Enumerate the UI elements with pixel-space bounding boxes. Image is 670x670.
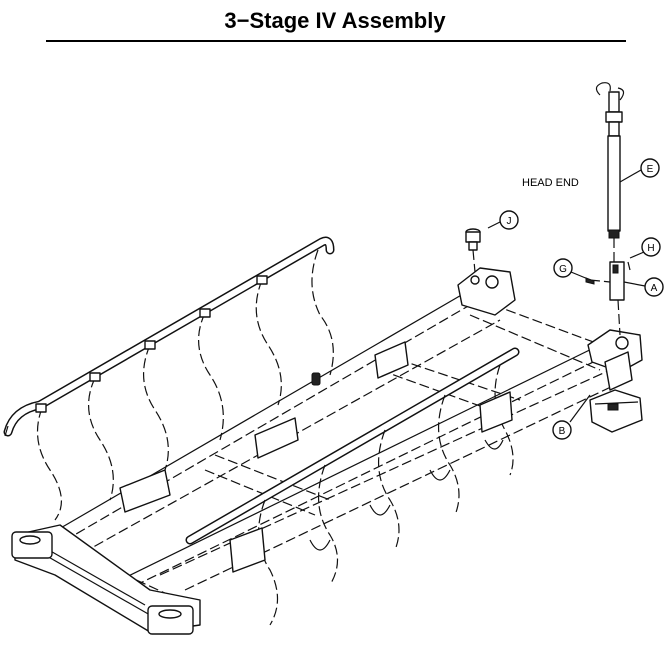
bumper-part-b (589, 389, 643, 433)
near-side-rail (185, 347, 520, 626)
callout-a: A (623, 277, 664, 297)
title-divider (46, 40, 626, 42)
part-j (465, 228, 481, 273)
callout-h: H (629, 237, 661, 259)
frame-rails (39, 289, 623, 613)
callout-h-label: H (647, 243, 654, 254)
callout-g-label: G (559, 264, 567, 275)
callout-j-label: J (507, 216, 512, 227)
iv-socket-a (585, 261, 631, 336)
frame-brackets (119, 341, 513, 573)
far-side-rail (3, 236, 335, 521)
callout-g: G (553, 258, 589, 280)
foot-end-bumper (11, 524, 201, 635)
callout-j: J (487, 210, 519, 230)
page-title: 3−Stage IV Assembly (224, 8, 446, 33)
iv-pole-e (595, 82, 625, 262)
callout-a-label: A (651, 283, 658, 294)
callout-e: E (619, 158, 660, 183)
callout-b: B (552, 394, 591, 440)
head-end-castings (457, 267, 643, 391)
callout-e-label: E (647, 164, 654, 175)
callout-b-label: B (559, 426, 566, 437)
head-end-label: HEAD END (522, 177, 579, 189)
